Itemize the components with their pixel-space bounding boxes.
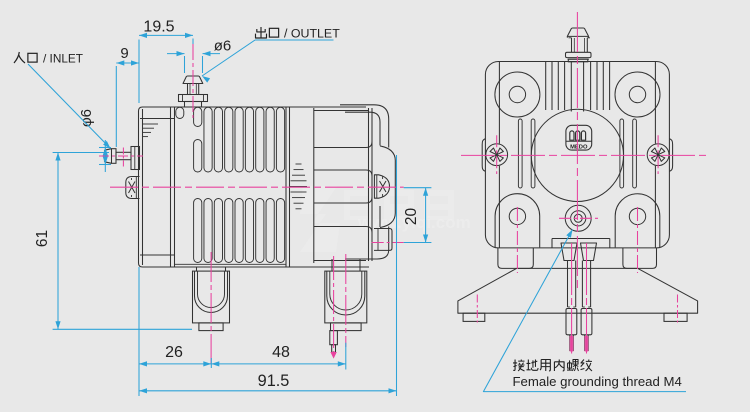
svg-text:Female grounding thread M4: Female grounding thread M4 bbox=[513, 374, 682, 389]
svg-text:www.yiqi.com: www.yiqi.com bbox=[357, 213, 471, 232]
svg-text:48: 48 bbox=[272, 344, 290, 361]
svg-text:φ6: φ6 bbox=[78, 109, 95, 127]
svg-text:20: 20 bbox=[403, 208, 420, 226]
svg-text:MEDO: MEDO bbox=[570, 144, 588, 150]
svg-text:61: 61 bbox=[34, 230, 51, 247]
svg-text:26: 26 bbox=[165, 344, 183, 361]
svg-text:19.5: 19.5 bbox=[143, 19, 174, 36]
svg-text:ø6: ø6 bbox=[214, 38, 232, 55]
svg-text:/ OUTLET: / OUTLET bbox=[284, 27, 340, 41]
svg-text:91.5: 91.5 bbox=[258, 372, 290, 390]
svg-text:/ INLET: / INLET bbox=[43, 52, 83, 66]
svg-text:9: 9 bbox=[120, 45, 128, 62]
